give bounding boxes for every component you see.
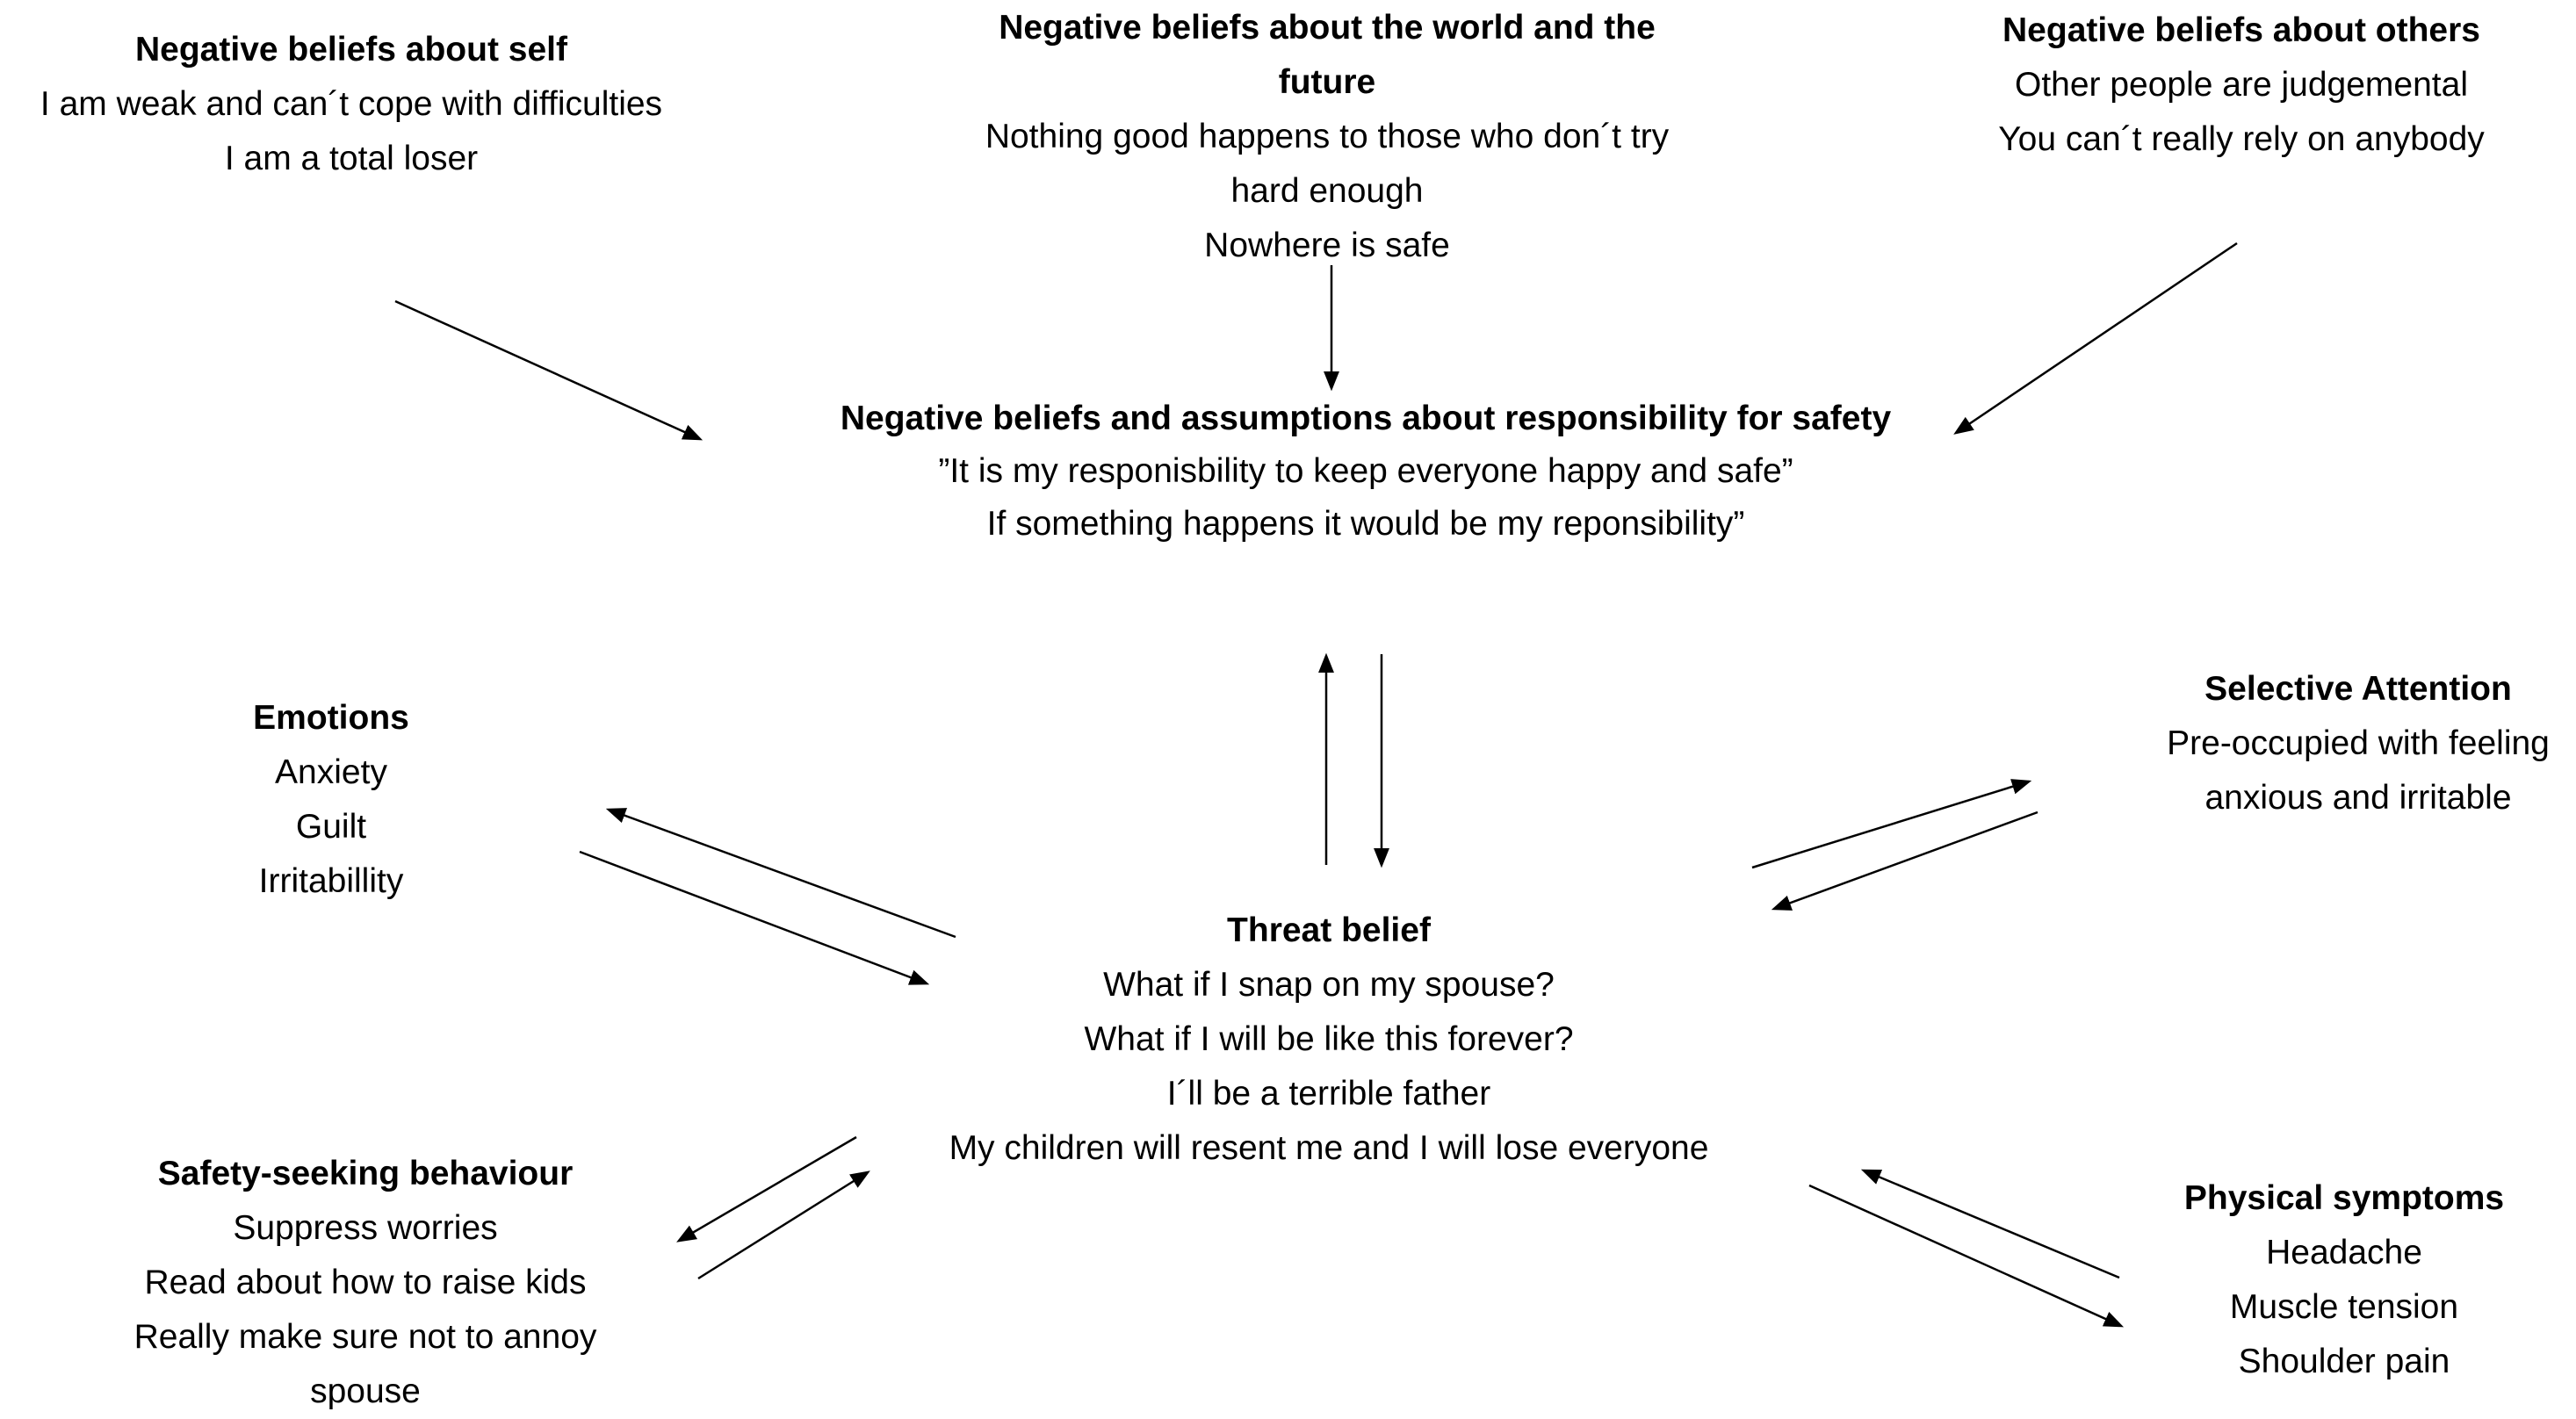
node-title: Physical symptoms	[2183, 1179, 2505, 1217]
node-line: ”It is my responisbility to keep everyon…	[938, 452, 1793, 490]
node-line: I am weak and can´t cope with difficulti…	[40, 85, 663, 123]
node-line: Pre-occupied with feeling	[2167, 724, 2550, 762]
node-line: What if I will be like this forever?	[1084, 1020, 1574, 1058]
node-title: Negative beliefs about self	[135, 31, 567, 68]
node-physical-symptoms: Physical symptoms Headache Muscle tensio…	[2160, 1171, 2529, 1389]
node-selective-attention: Selective Attention Pre-occupied with fe…	[2130, 662, 2576, 825]
arrow-threat-to-selective-attention	[1751, 779, 2032, 869]
node-line: Other people are judgemental	[2014, 66, 2468, 104]
node-negative-beliefs-about-world-future: Negative beliefs about the world and the…	[923, 1, 1731, 273]
node-line: Nowhere is safe	[1204, 227, 1450, 264]
node-line: Shoulder pain	[2238, 1343, 2450, 1380]
node-title: future	[1278, 63, 1376, 101]
node-line: Headache	[2266, 1234, 2422, 1271]
node-line: Suppress worries	[233, 1209, 498, 1247]
node-title: Emotions	[253, 699, 409, 737]
arrow-safety-behaviour-to-threat	[697, 1170, 870, 1280]
node-threat-belief: Threat belief What if I snap on my spous…	[863, 904, 1794, 1176]
node-title: Selective Attention	[2204, 670, 2512, 708]
arrow-self-to-responsibility	[394, 299, 704, 441]
arrow-threat-to-emotions	[605, 808, 956, 939]
node-negative-beliefs-about-self: Negative beliefs about self I am weak an…	[0, 23, 729, 186]
arrow-threat-to-safety-behaviour	[676, 1135, 857, 1243]
arrow-physical-symptoms-to-threat	[1860, 1169, 2120, 1279]
arrow-selective-attention-to-threat	[1771, 810, 2038, 911]
node-emotions: Emotions Anxiety Guilt Irritabillity	[155, 691, 507, 909]
node-line: You can´t really rely on anybody	[1998, 120, 2485, 158]
node-line: I am a total loser	[224, 140, 479, 177]
node-line: My children will resent me and I will lo…	[949, 1129, 1709, 1167]
node-responsibility-beliefs: Negative beliefs and assumptions about r…	[742, 393, 1989, 551]
node-line: Anxiety	[275, 753, 387, 791]
node-title: Negative beliefs about others	[2002, 11, 2480, 49]
node-line: Nothing good happens to those who don´t …	[985, 118, 1670, 155]
node-line: Irritabillity	[258, 862, 404, 900]
node-title: Threat belief	[1227, 911, 1431, 949]
node-title: Safety-seeking behaviour	[157, 1155, 574, 1192]
arrow-others-to-responsibility	[1953, 241, 2238, 435]
node-line: anxious and irritable	[2204, 779, 2512, 817]
arrow-emotions-to-threat	[579, 850, 930, 985]
node-title: Negative beliefs and assumptions about r…	[840, 400, 1892, 437]
node-safety-seeking-behaviour: Safety-seeking behaviour Suppress worrie…	[93, 1147, 638, 1419]
node-line: I´ll be a terrible father	[1166, 1075, 1491, 1113]
node-line: Guilt	[295, 808, 367, 846]
node-line: What if I snap on my spouse?	[1103, 966, 1555, 1004]
node-line: If something happens it would be my repo…	[986, 505, 1745, 543]
node-title: Negative beliefs about the world and the	[999, 9, 1656, 47]
node-line: Read about how to raise kids	[144, 1264, 587, 1301]
node-line: Muscle tension	[2229, 1288, 2459, 1326]
arrow-threat-to-physical-symptoms	[1808, 1184, 2125, 1328]
node-line: hard enough	[1230, 172, 1424, 210]
node-negative-beliefs-about-others: Negative beliefs about others Other peop…	[1952, 4, 2531, 167]
node-line: Really make sure not to annoy	[133, 1318, 597, 1356]
node-line: spouse	[310, 1372, 421, 1410]
